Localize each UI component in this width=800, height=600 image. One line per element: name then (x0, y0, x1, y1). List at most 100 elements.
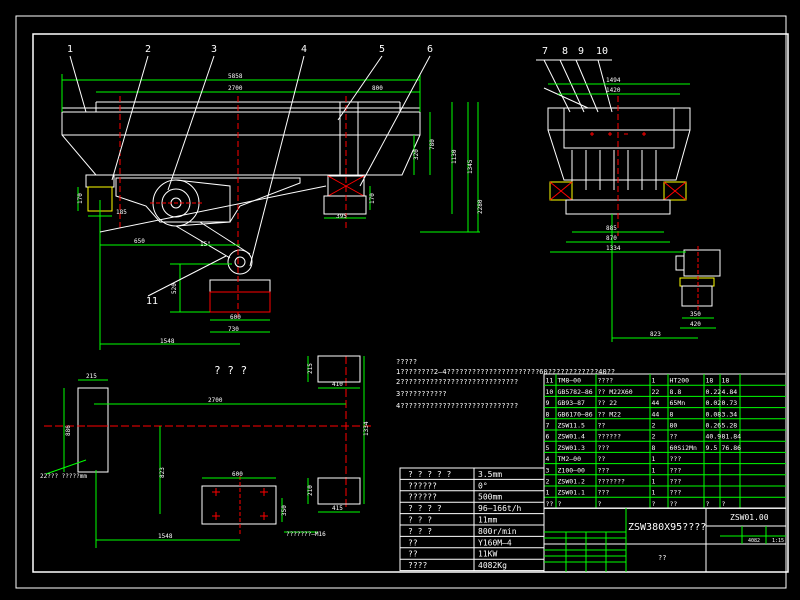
plan-view-label: ? ? ? (214, 364, 247, 377)
parts-table-cell: 44 (652, 410, 660, 418)
parts-table-cell: 6 (546, 433, 550, 441)
plan-dim-350: 350 (281, 505, 288, 516)
parts-table-cell: 2 (652, 433, 656, 441)
drawing-number: ZSW01.00 (730, 513, 769, 522)
front-callouts: 1 2 3 4 5 6 11 (67, 44, 433, 307)
parts-table-cell: 8 (652, 444, 656, 452)
plan-anchor-note-right: ???????—M16 (286, 531, 326, 538)
side-inner (563, 107, 675, 149)
parts-table-cell: 2 (652, 422, 656, 430)
parts-table-cell: 9 (546, 399, 550, 407)
parts-table-header-cell: ? (598, 500, 602, 508)
parts-table-cell: 8 (546, 410, 550, 418)
left-spring-top (85, 174, 115, 188)
parts-table-cell: 80 (670, 422, 678, 430)
parts-table-cell: 1 (652, 377, 656, 385)
title-block (543, 507, 787, 573)
motor (227, 249, 253, 275)
note-line-2: 2???????????????????????????? (396, 378, 518, 386)
dim-600: 600 (230, 314, 241, 321)
dim-650: 650 (134, 238, 145, 245)
plan-dim-600: 600 (232, 471, 243, 478)
belt (175, 225, 231, 259)
parts-table-cell: 7 (546, 422, 550, 430)
parts-table-cell: 10 (546, 388, 554, 396)
callout-8: 8 (562, 46, 568, 57)
callout-9: 9 (578, 46, 584, 57)
parts-table-cell: ??????? (598, 478, 625, 486)
spec-label: ?????? (408, 481, 437, 490)
dim-420: 420 (690, 321, 701, 328)
spec-label: ? ? ? ? ? (408, 470, 452, 479)
drawing-scale: 1:15 (772, 538, 784, 544)
plan-pad-bottom (317, 477, 361, 505)
spec-label: ?? (408, 538, 418, 547)
parts-table-cell: 0.08 (706, 410, 722, 418)
spec-value: 500mm (478, 493, 502, 502)
parts-table-cell: ??? (670, 466, 682, 474)
callout-2: 2 (145, 44, 151, 55)
plan-dim-415: 415 (332, 505, 343, 512)
parts-table-cell: ZSW01.3 (558, 444, 585, 452)
plan-dim-823: 823 (159, 467, 166, 478)
dim-2280: 2280 (477, 199, 484, 214)
dim-1494: 1494 (606, 77, 621, 84)
dim-1420: 1420 (606, 87, 621, 94)
parts-table-cell: ?? (598, 422, 606, 430)
callout-6: 6 (427, 44, 433, 55)
dim-1548: 1548 (160, 338, 175, 345)
dim-800: 800 (372, 85, 383, 92)
parts-table-cell: GB5782—86 (558, 388, 593, 396)
spec-value: 11KW (478, 550, 497, 559)
parts-table-cell: ??? (670, 455, 682, 463)
parts-table-cell: 8.8 (670, 388, 682, 396)
parts-table-cell: 8 (670, 410, 674, 418)
parts-table-cell: TM2—00 (558, 455, 582, 463)
note-line-4: 4???????????????????????????? (396, 402, 518, 410)
parts-table-cell: 5.28 (722, 422, 738, 430)
dim-730: 730 (228, 326, 239, 333)
callout-5: 5 (379, 44, 385, 55)
parts-table-cell: 3 (546, 466, 550, 474)
dim-1130: 1130 (451, 149, 458, 164)
side-motor-base (681, 285, 713, 307)
dim-170-left: 170 (77, 193, 84, 204)
side-callouts: 7 8 9 10 (542, 46, 608, 57)
motor-pedestal (209, 291, 271, 313)
plan-dim-210: 210 (307, 485, 314, 496)
parts-table-cell: 22 (652, 388, 660, 396)
parts-table-header-cell: ?? (670, 500, 678, 508)
parts-table-cell: 0.26 (706, 422, 722, 430)
dim-350: 350 (690, 311, 701, 318)
spec-label: ? ? ? (408, 527, 432, 536)
dim-1345: 1345 (467, 159, 474, 174)
parts-table-cell: 1 (546, 489, 550, 497)
plan-dim-2700: 2700 (208, 397, 223, 404)
parts-table-cell: 81.84 (722, 433, 742, 441)
company-name: ?? (658, 554, 666, 562)
parts-table-cell: HT200 (670, 377, 690, 385)
callout-1: 1 (67, 44, 73, 55)
parts-table-cell: 1 (652, 455, 656, 463)
parts-table-cell: 5 (546, 444, 550, 452)
dim-823: 823 (650, 331, 661, 338)
drawing-weight: 4082 (748, 538, 760, 544)
parts-table-cell: ?? 22 (598, 399, 618, 407)
spec-label: ? ? ? ? (408, 504, 442, 513)
plan-dimensions: 215 886 2700 823 600 1548 350 215 410 13… (40, 363, 370, 540)
parts-table-cell: ??? (598, 466, 610, 474)
plan-dim-215-top: 215 (307, 363, 314, 374)
plan-dim-215: 215 (86, 373, 97, 380)
plan-dim-1334: 1334 (363, 421, 370, 436)
spec-value: Y160M—4 (478, 538, 512, 547)
dim-395: 395 (336, 213, 347, 220)
parts-table-cell: GB6170—86 (558, 410, 593, 418)
parts-table-cell: ZSW01.4 (558, 433, 585, 441)
side-dimensions: 1494 1420 885 870 1334 350 420 823 (606, 77, 701, 338)
plan-pad-top (317, 355, 361, 383)
parts-table-cell: 9.5 (706, 444, 718, 452)
parts-table-cell: ZSW01.1 (558, 489, 585, 497)
parts-table-cell: ??? (598, 444, 610, 452)
parts-table-cell: Z100—00 (558, 466, 585, 474)
